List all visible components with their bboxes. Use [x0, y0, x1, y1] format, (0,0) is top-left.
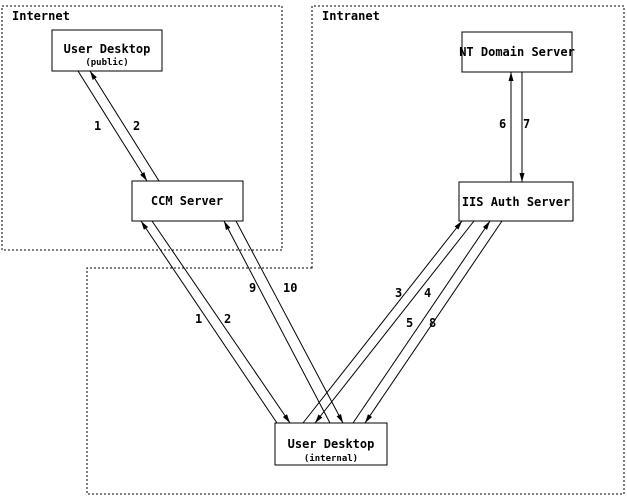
sublabel-user-desktop-public: (public) — [85, 57, 128, 68]
step-label-internal-ccm-1: 1 — [195, 312, 202, 326]
edge-internal-desktop-to-iis-5 — [352, 220, 491, 424]
step-label-public-2: 2 — [133, 119, 140, 133]
label-iis-auth-server: IIS Auth Server — [462, 195, 570, 209]
label-user-desktop-public: User Desktop — [64, 42, 151, 56]
label-ccm-server: CCM Server — [151, 194, 223, 208]
step-label-internal-iis-4: 4 — [424, 286, 431, 300]
edge-iis-to-internal-desktop-4 — [314, 220, 475, 424]
step-label-iis-nt-7: 7 — [523, 117, 530, 131]
step-label-iis-nt-6: 6 — [499, 117, 506, 131]
step-label-public-1: 1 — [94, 119, 101, 133]
edge-ccm-to-internal-desktop-10 — [235, 220, 344, 424]
node-user-desktop-public — [51, 29, 163, 72]
node-ccm-server — [131, 180, 244, 222]
sublabel-user-desktop-internal: (internal) — [304, 453, 358, 464]
label-nt-domain-server: NT Domain Server — [459, 45, 575, 59]
step-label-internal-ccm-9: 9 — [249, 281, 256, 295]
step-label-internal-iis-5: 5 — [406, 316, 413, 330]
edge-ccm-to-internal-desktop-2 — [151, 220, 291, 424]
internet-zone-box — [1, 5, 283, 251]
step-label-internal-ccm-10: 10 — [283, 281, 297, 295]
edge-internal-desktop-to-ccm-1 — [140, 220, 278, 424]
step-label-internal-iis-3: 3 — [395, 286, 402, 300]
edge-internal-desktop-to-ccm-9 — [223, 220, 331, 424]
label-user-desktop-internal: User Desktop — [288, 437, 375, 451]
edge-public-desktop-to-ccm — [77, 70, 148, 182]
node-user-desktop-internal — [274, 422, 388, 466]
edge-iis-to-internal-desktop-8 — [364, 220, 503, 424]
zone-label-internet: Internet — [12, 9, 70, 23]
node-iis-auth-server — [458, 181, 574, 222]
intranet-zone-box — [86, 5, 625, 495]
step-label-internal-iis-8: 8 — [429, 316, 436, 330]
edge-ccm-to-public-desktop — [89, 70, 160, 182]
zone-label-intranet: Intranet — [322, 9, 380, 23]
step-label-internal-ccm-2: 2 — [224, 312, 231, 326]
edge-internal-desktop-to-iis-3 — [302, 220, 463, 424]
node-nt-domain-server — [461, 31, 573, 73]
